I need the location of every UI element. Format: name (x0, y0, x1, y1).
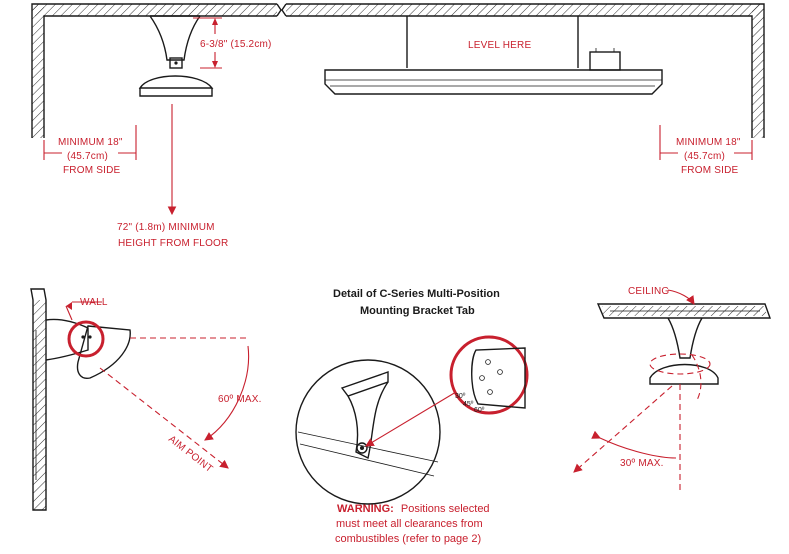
min-side-left-dimension: MINIMUM 18" (45.7cm) FROM SIDE (43, 125, 137, 176)
wall-heater (76, 325, 131, 379)
warning-line3: combustibles (refer to page 2) (335, 533, 481, 545)
min-side-right-line1: MINIMUM 18" (676, 137, 741, 148)
ceiling-hatch-left (32, 4, 277, 16)
detail-circle (295, 359, 441, 505)
wall-tab-highlight (67, 320, 105, 358)
right-wall-hatch (752, 4, 764, 138)
break-mark-2 (281, 3, 287, 17)
wall-mount-view: WALL 60º MAX. AIM POINT (30, 288, 262, 511)
min-side-left-line1: MINIMUM 18" (58, 137, 123, 148)
detail-view: Detail of C-Series Multi-Position Mounti… (295, 288, 529, 505)
ceiling-angle-arc (591, 430, 677, 459)
rotation-ellipse (649, 353, 711, 375)
angle-60: 60º (474, 407, 485, 414)
ceiling-hatch-right (286, 4, 764, 16)
min-side-left-line3: FROM SIDE (63, 165, 120, 176)
top-room-section (31, 3, 765, 138)
detail-title-line2: Mounting Bracket Tab (360, 305, 475, 317)
warning-line1: Positions selected (401, 503, 490, 515)
min-height-line2: HEIGHT FROM FLOOR (118, 238, 228, 249)
svg-text:WARNING: Positions selec: WARNING: Positions selected (337, 503, 490, 515)
min-side-right-dimension: MINIMUM 18" (45.7cm) FROM SIDE (659, 125, 753, 176)
junction-box (589, 51, 621, 71)
ceiling-max-angle: 30º MAX. (620, 458, 664, 469)
room-outline-inner (43, 15, 753, 138)
break-mark (276, 3, 282, 17)
left-wall-hatch (32, 4, 44, 138)
min-height-dimension: 72" (1.8m) MINIMUM HEIGHT FROM FLOOR (117, 104, 228, 249)
min-height-line1: 72" (1.8m) MINIMUM (117, 222, 215, 233)
min-side-right-line2: (45.7cm) (684, 151, 725, 162)
wall-label: WALL (80, 297, 108, 308)
tilt-arc (691, 354, 702, 403)
bracket-height-dimension: 6-3/8" (15.2cm) (193, 17, 272, 69)
bracket-height-label: 6-3/8" (15.2cm) (200, 39, 272, 50)
detail-zoom-circle (449, 335, 529, 415)
zoom-pointer (365, 391, 457, 447)
warning-block: WARNING: Positions selected must meet al… (335, 503, 490, 545)
min-side-left-line2: (45.7cm) (67, 151, 108, 162)
detail-bracket-top (340, 371, 389, 397)
warning-prefix: WARNING: (337, 503, 394, 515)
aim-line (99, 367, 229, 469)
min-side-right-line3: FROM SIDE (681, 165, 738, 176)
detail-bracket-arm (347, 381, 389, 460)
level-here-label: LEVEL HERE (468, 40, 531, 51)
ceiling-bracket-stem (667, 317, 703, 359)
ceiling-aim-line (573, 385, 673, 473)
ceiling-arrow (667, 289, 695, 305)
angle-45: 45º (463, 401, 474, 408)
room-outline-outer (31, 3, 765, 138)
detail-title-line1: Detail of C-Series Multi-Position (333, 288, 500, 300)
warning-line2: must meet all clearances from (336, 518, 483, 530)
ceiling-bracket-heater (138, 15, 214, 97)
zoom-tab-plate (471, 347, 526, 409)
linear-heater: LEVEL HERE (324, 16, 663, 95)
heater-dome (138, 75, 214, 89)
bracket-stem (149, 15, 201, 61)
wall-angle-arc (204, 345, 250, 441)
wall-bracket (45, 318, 89, 361)
aim-point-label: AIM POINT (166, 434, 214, 475)
ceiling-label: CEILING (628, 286, 669, 297)
bracket-tab (169, 57, 183, 69)
heater-body (324, 69, 663, 95)
wall-max-angle: 60º MAX. (218, 394, 262, 405)
angle-30: 30º (455, 393, 466, 400)
ceiling-mount-view: CEILING 30º MAX. (573, 286, 771, 490)
